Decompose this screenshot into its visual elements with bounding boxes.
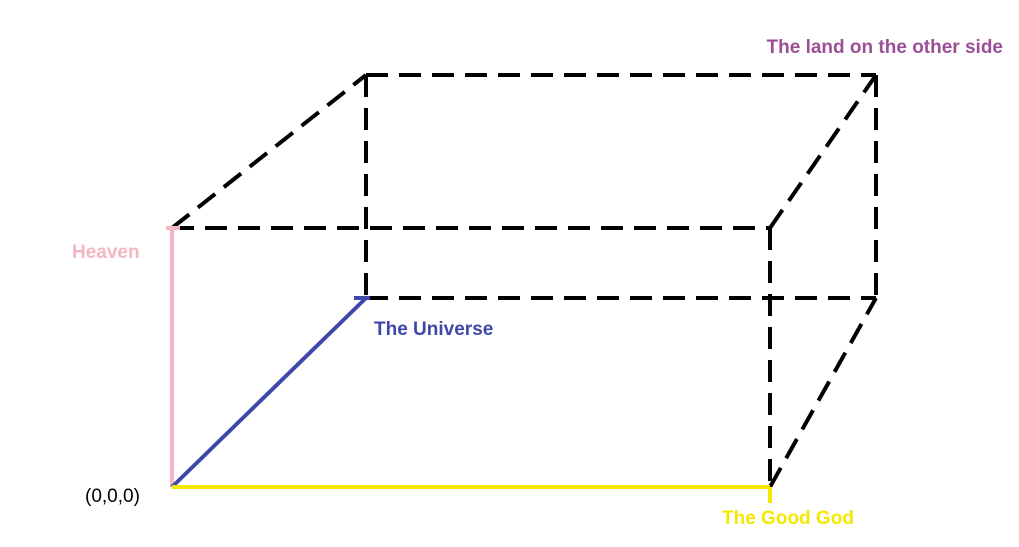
- edge-top-right-depth: [768, 73, 878, 230]
- corner-label: The land on the other side: [767, 37, 1003, 58]
- universe-axis: [170, 296, 368, 489]
- origin-label: (0,0,0): [85, 486, 140, 507]
- heaven-label: Heaven: [72, 242, 140, 263]
- universe-label: The Universe: [374, 319, 493, 340]
- good-god-label: The Good God: [722, 508, 854, 529]
- edge-bottom-right-depth: [768, 297, 878, 488]
- dashed-box-edges: [170, 73, 878, 488]
- edge-top-left-depth: [170, 73, 368, 230]
